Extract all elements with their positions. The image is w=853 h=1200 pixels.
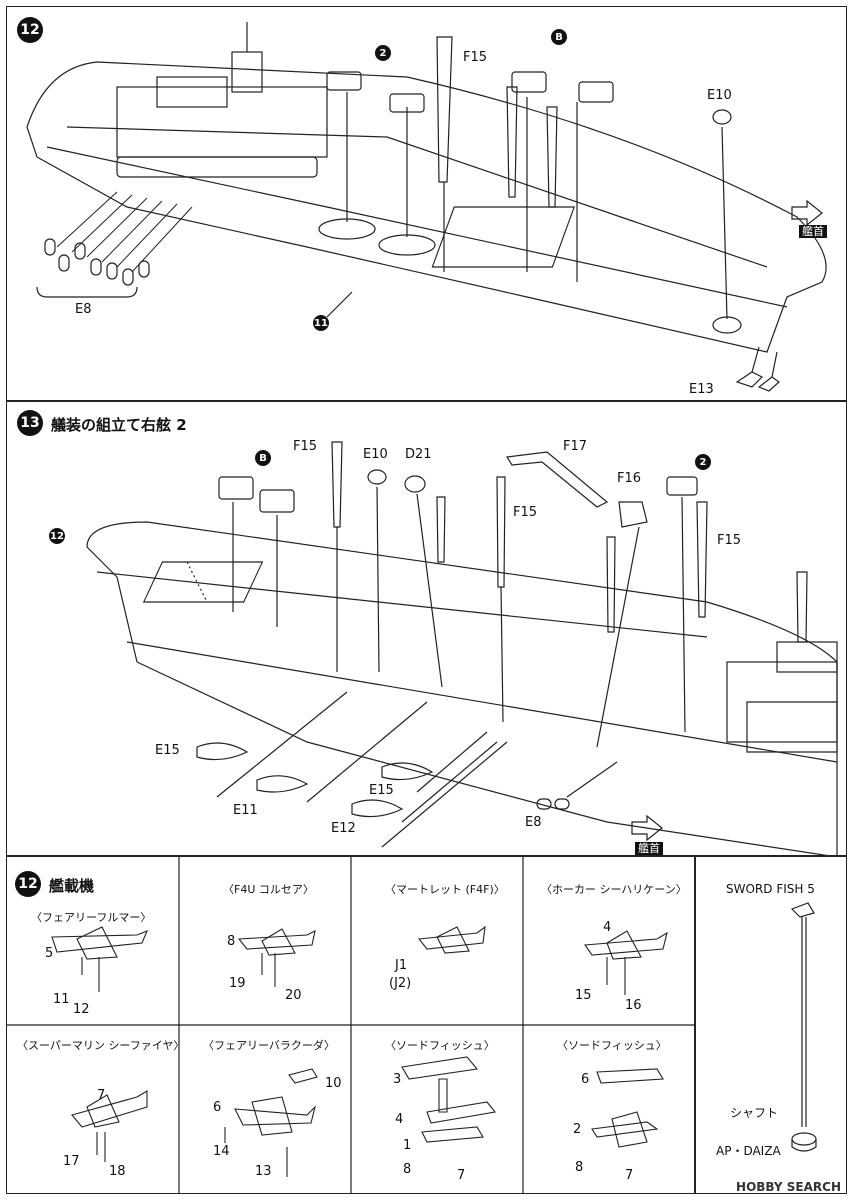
part-label: 20 <box>285 988 302 1003</box>
label-e8-13: E8 <box>525 815 542 830</box>
label-e15-b: E15 <box>369 783 394 798</box>
aircraft-name-1: 〈フェアリーフルマー〉 <box>31 911 152 924</box>
stand-base-label: AP・DAIZA <box>716 1144 781 1158</box>
stand-shaft-label: シャフト <box>730 1106 779 1120</box>
part-label: 7 <box>457 1168 466 1183</box>
part-label: 1 <box>403 1138 412 1153</box>
part-label: 16 <box>625 998 642 1013</box>
label-f15-a: F15 <box>293 439 318 454</box>
part-label: 4 <box>603 920 612 935</box>
part-label: 5 <box>45 946 54 961</box>
part-label: 8 <box>227 934 236 949</box>
label-f16: F16 <box>617 471 642 486</box>
part-2-badge: 2 <box>375 45 391 61</box>
aircraft-name-7: 〈ソードフィッシュ〉 <box>385 1039 495 1052</box>
label-e10: E10 <box>363 447 388 462</box>
step-12-badge: 12 <box>17 17 43 43</box>
label-e10: E10 <box>707 88 732 103</box>
part-11-badge: 11 <box>313 315 329 331</box>
aircraft-name-6: 〈フェアリーバラクーダ〉 <box>203 1039 335 1052</box>
step-13-panel: 13 艤装の組立て右舷 2 12 B 2 F15 E10 D21 F17 F16… <box>6 401 847 856</box>
part-label: 11 <box>53 992 70 1007</box>
part-label: 3 <box>393 1072 402 1087</box>
aircraft-name-2: 〈F4U コルセア〉 <box>223 883 314 896</box>
part-label: 10 <box>325 1076 342 1091</box>
part-label: 4 <box>395 1112 404 1127</box>
part-label: 17 <box>63 1154 80 1169</box>
part-2-badge-13: 2 <box>695 454 711 470</box>
watermark: HOBBY SEARCH <box>736 1180 841 1194</box>
label-e12: E12 <box>331 821 356 836</box>
step-12-drawing <box>26 22 827 392</box>
step-13-badge: 13 <box>17 410 43 436</box>
aircraft-title: 艦載機 <box>49 877 95 895</box>
label-e13: E13 <box>689 382 714 397</box>
part-label: 13 <box>255 1164 272 1179</box>
aircraft-name-3: 〈マートレット (F4F)〉 <box>385 883 505 896</box>
label-f15: F15 <box>463 50 488 65</box>
label-f17: F17 <box>563 439 588 454</box>
part-label: 8 <box>403 1162 412 1177</box>
aircraft-panel: 12 艦載機 〈フェアリーフルマー〉 5 11 12 〈F4U コルセア〉 8 … <box>6 856 695 1194</box>
label-d21: D21 <box>405 447 432 462</box>
part-label: 6 <box>213 1100 222 1115</box>
label-e11: E11 <box>233 803 258 818</box>
label-f15-c: F15 <box>717 533 742 548</box>
aircraft-name-8: 〈ソードフィッシュ〉 <box>557 1039 667 1052</box>
stand-title: SWORD FISH 5 <box>726 882 815 896</box>
part-label: 7 <box>625 1168 634 1183</box>
part-label: 14 <box>213 1144 230 1159</box>
part-label: 18 <box>109 1164 126 1179</box>
part-label: J1 <box>395 958 408 973</box>
part-12-badge: 12 <box>49 528 65 544</box>
label-e15-a: E15 <box>155 743 180 758</box>
aircraft-grid-lines <box>7 857 694 1193</box>
aircraft-step-badge: 12 <box>15 871 41 897</box>
label-bow-13: 艦首 <box>635 842 663 855</box>
stand-drawing <box>790 902 817 1152</box>
label-e8: E8 <box>75 302 92 317</box>
step-12-panel: 12 2 B 11 F15 E10 E8 E13 艦首 <box>6 6 847 401</box>
label-f15-b: F15 <box>513 505 538 520</box>
part-label: 12 <box>73 1002 90 1017</box>
part-label: 6 <box>581 1072 590 1087</box>
step-13-title: 艤装の組立て右舷 2 <box>51 416 187 434</box>
stand-panel: SWORD FISH 5 シャフト AP・DAIZA <box>695 856 847 1194</box>
part-label: 19 <box>229 976 246 991</box>
aircraft-name-5: 〈スーパーマリン シーファイヤ〉 <box>17 1039 185 1052</box>
aircraft-name-4: 〈ホーカー シーハリケーン〉 <box>541 883 687 896</box>
part-b-badge: B <box>551 29 567 45</box>
part-label: 8 <box>575 1160 584 1175</box>
part-label: 7 <box>97 1088 106 1103</box>
step-13-drawing <box>86 441 838 855</box>
label-bow: 艦首 <box>799 225 827 238</box>
part-label: (J2) <box>389 976 412 991</box>
part-b-badge-13: B <box>255 450 271 466</box>
part-label: 15 <box>575 988 592 1003</box>
part-label: 2 <box>573 1122 582 1137</box>
